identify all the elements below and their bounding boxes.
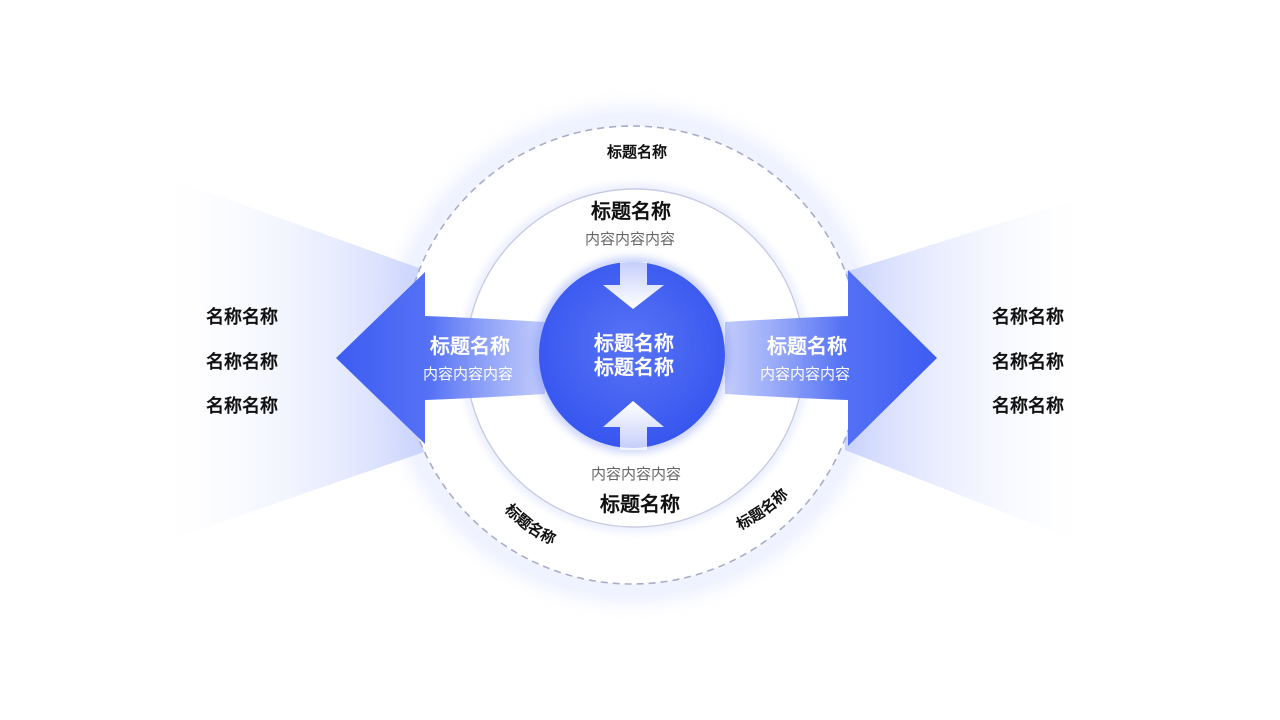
right-item-3: 名称名称 (992, 396, 1064, 417)
center-core-text: 标题名称 标题名称 (592, 331, 676, 379)
inner-ring-top-content: 内容内容内容 (585, 230, 676, 248)
down-arrow (603, 262, 664, 309)
inner-ring-bottom-content: 内容内容内容 (591, 465, 682, 483)
right-arrow-title: 标题名称 (767, 334, 847, 358)
right-fan (845, 192, 1100, 550)
left-arrow-title: 标题名称 (430, 334, 510, 358)
left-arrow (336, 272, 545, 444)
left-item-3: 名称名称 (206, 396, 278, 417)
inner-ring-bottom-title: 标题名称 (600, 492, 680, 516)
outer-ring-top-label: 标题名称 (607, 143, 668, 161)
right-item-1: 名称名称 (992, 307, 1064, 328)
center-core-line-1: 标题名称 (594, 331, 674, 355)
left-fan (146, 170, 430, 548)
left-item-2: 名称名称 (206, 352, 278, 373)
inner-ring-top-title: 标题名称 (591, 199, 671, 223)
center-core (539, 262, 725, 448)
left-item-1: 名称名称 (206, 307, 278, 328)
right-arrow-content: 内容内容内容 (760, 365, 851, 383)
right-arrow (725, 270, 937, 446)
right-item-2: 名称名称 (992, 352, 1064, 373)
center-core-line-2: 标题名称 (594, 355, 674, 379)
left-arrow-content: 内容内容内容 (423, 365, 514, 383)
up-arrow (603, 401, 664, 450)
